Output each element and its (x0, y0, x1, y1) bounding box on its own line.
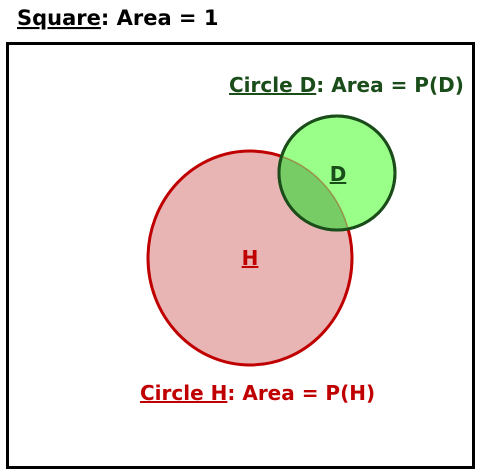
square-label-name: Square (17, 6, 101, 30)
circle-d-label-name: Circle D (229, 73, 316, 97)
circle-h-outline-over (147, 150, 353, 366)
circle-h-label-rest: : Area = P(H) (227, 381, 375, 405)
square-label-rest: : Area = 1 (101, 6, 219, 30)
circle-d-letter: D (330, 162, 347, 186)
square-label: Square: Area = 1 (17, 6, 218, 30)
circle-h-label-name: Circle H (140, 381, 227, 405)
circle-h-label: Circle H: Area = P(H) (140, 381, 375, 405)
circle-d-outline (277, 114, 397, 232)
circle-d-label: Circle D: Area = P(D) (229, 73, 464, 97)
circle-h-letter: H (242, 246, 259, 270)
circle-d-label-rest: : Area = P(D) (316, 73, 464, 97)
